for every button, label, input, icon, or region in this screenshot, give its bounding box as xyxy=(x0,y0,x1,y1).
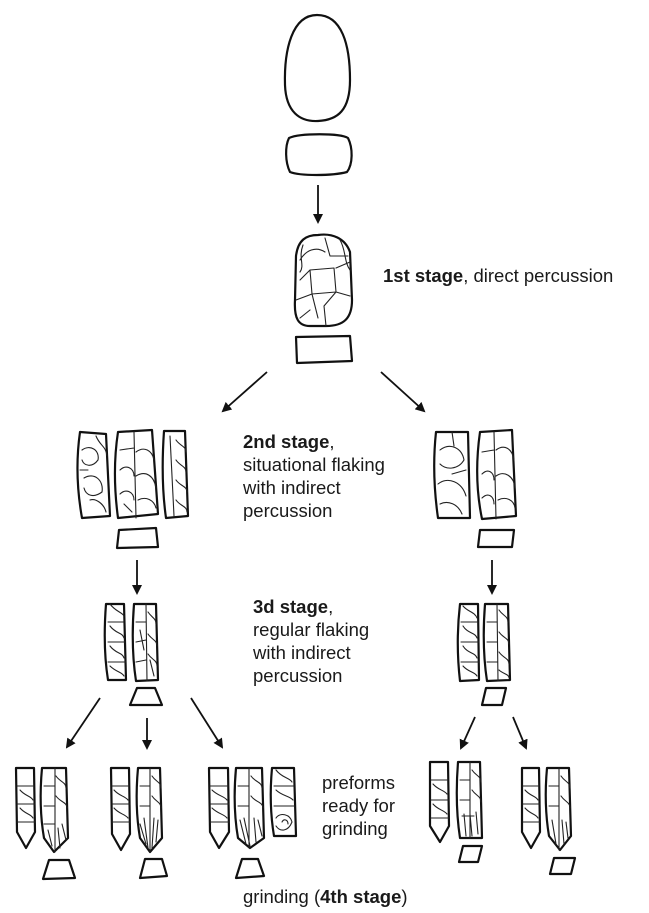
preform-3-edge xyxy=(269,766,298,838)
stage-2-label-line-3: percussion xyxy=(243,500,333,521)
preform-2-blade xyxy=(109,766,132,852)
stage-3-label: 3d stage, regular flaking with indirect … xyxy=(253,595,369,687)
raw-nodule xyxy=(283,13,352,123)
preform-5-main xyxy=(544,766,573,852)
stage-2-right-section xyxy=(476,528,516,549)
stage-1-roughout xyxy=(293,233,354,328)
raw-nodule-section xyxy=(285,133,353,177)
stage-2-label-bold: 2nd stage xyxy=(243,431,330,452)
stage-1-section xyxy=(294,334,354,365)
stage-3-label-line-3: percussion xyxy=(253,665,343,686)
stage-4-label-bold: 4th stage xyxy=(320,886,402,907)
stage-3-right-section xyxy=(480,686,508,707)
preform-2-main xyxy=(135,766,164,854)
stage-2-left-preform-main xyxy=(113,428,160,520)
arrow-branch-right xyxy=(380,371,426,413)
stage-3-label-comma: , xyxy=(328,596,334,617)
stage-3-label-line-1: regular flaking xyxy=(253,619,370,640)
preform-1-section xyxy=(41,858,77,881)
stage-2-label: 2nd stage, situational flaking with indi… xyxy=(243,430,385,522)
stage-4-label: grinding (4th stage) xyxy=(243,885,408,908)
stage-2-left-preform-edge xyxy=(161,429,190,520)
preforms-label: preforms ready for grinding xyxy=(322,771,395,840)
stage-3-right-blade-main xyxy=(482,602,512,683)
stage-2-left-section xyxy=(115,526,160,550)
stage-3-label-heading: 3d stage, xyxy=(253,595,369,618)
stage-3-label-bold: 3d stage xyxy=(253,596,329,617)
preform-4-main xyxy=(455,760,484,840)
preforms-label-line-3: grinding xyxy=(322,818,388,839)
stage-3-left-blade xyxy=(103,602,128,682)
stage-2-label-heading: 2nd stage, xyxy=(243,430,385,453)
arrow-to-preform-5 xyxy=(512,716,528,750)
preforms-label-line-1: preforms xyxy=(322,772,395,793)
arrow-to-preform-3 xyxy=(190,697,224,749)
stage-3-left-section xyxy=(128,686,164,707)
stage-1-label: 1st stage, direct percussion xyxy=(383,264,613,287)
stage-2-label-comma: , xyxy=(329,431,335,452)
stage-3-right-blade xyxy=(456,602,481,683)
stage-4-label-suffix: ) xyxy=(401,886,408,907)
preform-3-main xyxy=(233,766,266,850)
preform-1-blade xyxy=(14,766,37,850)
arrow-to-preform-1 xyxy=(65,697,101,749)
stage-1-label-text: , direct percussion xyxy=(463,265,614,286)
arrow-to-preform-4 xyxy=(459,716,476,750)
stage-1-label-bold: 1st stage xyxy=(383,265,464,286)
preform-3-blade xyxy=(207,766,231,850)
stage-2-label-line-1: situational flaking xyxy=(243,454,385,475)
arrow-branch-left xyxy=(221,371,268,413)
preform-4-section xyxy=(457,844,484,864)
preform-3-section xyxy=(234,857,266,880)
stage-2-left-preform xyxy=(76,430,112,520)
preform-2-section xyxy=(138,857,169,880)
preform-5-section xyxy=(548,856,577,876)
stage-3-left-blade-main xyxy=(131,602,160,683)
preform-5-blade xyxy=(520,766,542,850)
preform-1-main xyxy=(39,766,70,854)
stage-2-label-line-2: with indirect xyxy=(243,477,341,498)
preform-4-blade xyxy=(428,760,451,844)
stage-3-label-line-2: with indirect xyxy=(253,642,351,663)
stage-4-label-prefix: grinding ( xyxy=(243,886,321,907)
stage-2-right-preform-main xyxy=(476,428,518,521)
preforms-label-line-2: ready for xyxy=(322,795,396,816)
stage-2-right-preform xyxy=(433,430,472,520)
